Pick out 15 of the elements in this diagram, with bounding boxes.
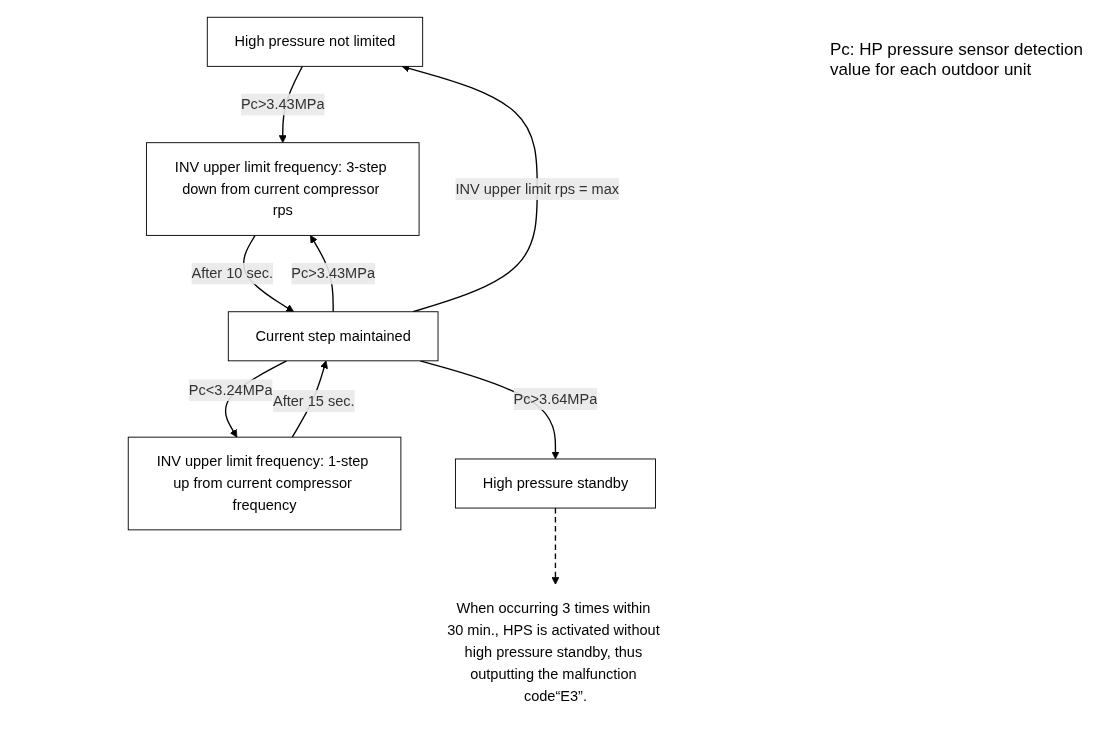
edge-label: Pc>3.43MPa xyxy=(240,96,325,112)
node-box: INV upper limit frequency: 3-step down from current compressor rps xyxy=(145,142,420,236)
arrow xyxy=(551,507,560,585)
node-text: When occurring 3 times within 30 min., HPS is activated without high pressure standby, thus outputting the malfunction code“E3”. xyxy=(447,600,660,704)
note-text: Pc: HP pressure sensor detection value for each outdoor unit xyxy=(830,40,1084,80)
node-box: High pressure not limited xyxy=(206,16,424,67)
edge-label: Pc>3.64MPa xyxy=(513,390,598,407)
edge-label: After 15 sec. xyxy=(272,392,355,409)
node-box: High pressure standby xyxy=(454,458,656,509)
edge-label: Pc>3.43MPa xyxy=(291,265,375,281)
edge-label: Pc<3.24MPa xyxy=(188,382,273,398)
node-box: Current step maintained xyxy=(227,311,439,362)
edge-label: After 10 sec. xyxy=(191,265,274,281)
node-box: INV upper limit frequency: 1-step up from current compressor frequency xyxy=(127,436,402,531)
edge-label: INV upper limit rps = max xyxy=(455,180,620,197)
